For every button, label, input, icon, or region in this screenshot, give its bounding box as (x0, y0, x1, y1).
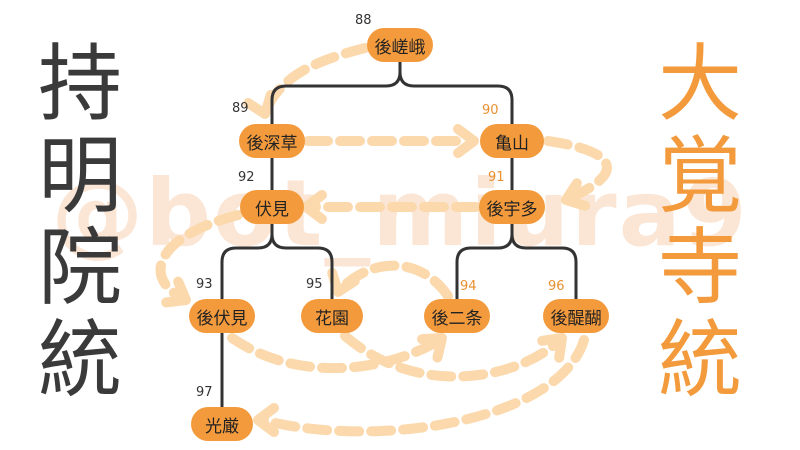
jimyoin-lineage-title: 持 明 院 統 (30, 38, 130, 406)
title-char: 持 (37, 35, 122, 133)
emperor-node-godaigo: 後醍醐 (543, 299, 609, 333)
reign-number-gofushimi: 93 (196, 277, 213, 292)
reign-number-gonijo: 94 (460, 279, 477, 294)
family-tree-lines (220, 60, 578, 409)
title-char: 寺 (657, 219, 742, 317)
reign-number-fushimi: 92 (238, 170, 255, 185)
emperor-node-kogon: 光厳 (191, 407, 253, 441)
arrowhead-to-gouda (561, 178, 591, 211)
emperor-node-gosaga: 後嵯峨 (367, 28, 433, 62)
reign-number-godaigo: 96 (548, 279, 565, 294)
reign-number-gouda: 91 (488, 170, 505, 185)
emperor-node-gofukakusa: 後深草 (239, 124, 305, 158)
title-char: 統 (657, 311, 742, 409)
title-char: 統 (37, 311, 122, 409)
succession-arrow-godaigo-kogon (257, 335, 589, 437)
succession-arrow-gofushimi-gonijo (227, 333, 445, 374)
emperor-node-fushimi: 伏見 (240, 190, 304, 224)
succession-arrows (155, 43, 612, 437)
reign-number-gosaga: 88 (355, 13, 372, 28)
reign-number-kogon: 97 (196, 385, 213, 400)
emperor-node-gofushimi: 後伏見 (189, 299, 255, 333)
emperor-node-gouda: 後宇多 (479, 190, 545, 224)
succession-arrow-kameyama-gouda (543, 136, 612, 203)
title-char: 覚 (657, 127, 742, 225)
arrowhead-to-gofukakusa (243, 89, 276, 119)
arrowhead-to-kameyama (453, 124, 479, 158)
reign-number-kameyama: 90 (482, 103, 499, 118)
emperor-node-kameyama: 亀山 (480, 124, 544, 158)
arrowhead-to-fushimi (301, 190, 327, 224)
arrowhead-to-kogon (253, 403, 279, 437)
reign-number-hanazono: 95 (306, 277, 323, 292)
succession-arrow-hanazono-godaigo (340, 331, 565, 382)
arrowhead-to-gofushimi (161, 276, 191, 308)
tree-line-fushimi (220, 222, 334, 301)
reign-number-gofukakusa: 89 (232, 101, 249, 116)
title-char: 院 (37, 219, 122, 317)
emperor-node-gonijo: 後二条 (424, 299, 490, 333)
tree-line-gouda (455, 222, 578, 301)
arrowhead-to-gonijo (417, 333, 447, 363)
title-char: 明 (37, 127, 122, 225)
title-char: 大 (657, 35, 742, 133)
arrowhead-to-hanazono (327, 267, 360, 297)
succession-arrow-fushimi-gofushimi (155, 210, 243, 303)
daikakuji-lineage-title: 大 覚 寺 統 (650, 38, 750, 406)
watermark-text: @bot_miura9 (51, 160, 749, 267)
emperor-node-hanazono: 花園 (301, 299, 363, 333)
succession-arrow-gosaga-gofukakusa (260, 43, 370, 117)
arrowhead-to-godaigo (537, 333, 567, 363)
tree-line-gosaga (270, 60, 514, 126)
